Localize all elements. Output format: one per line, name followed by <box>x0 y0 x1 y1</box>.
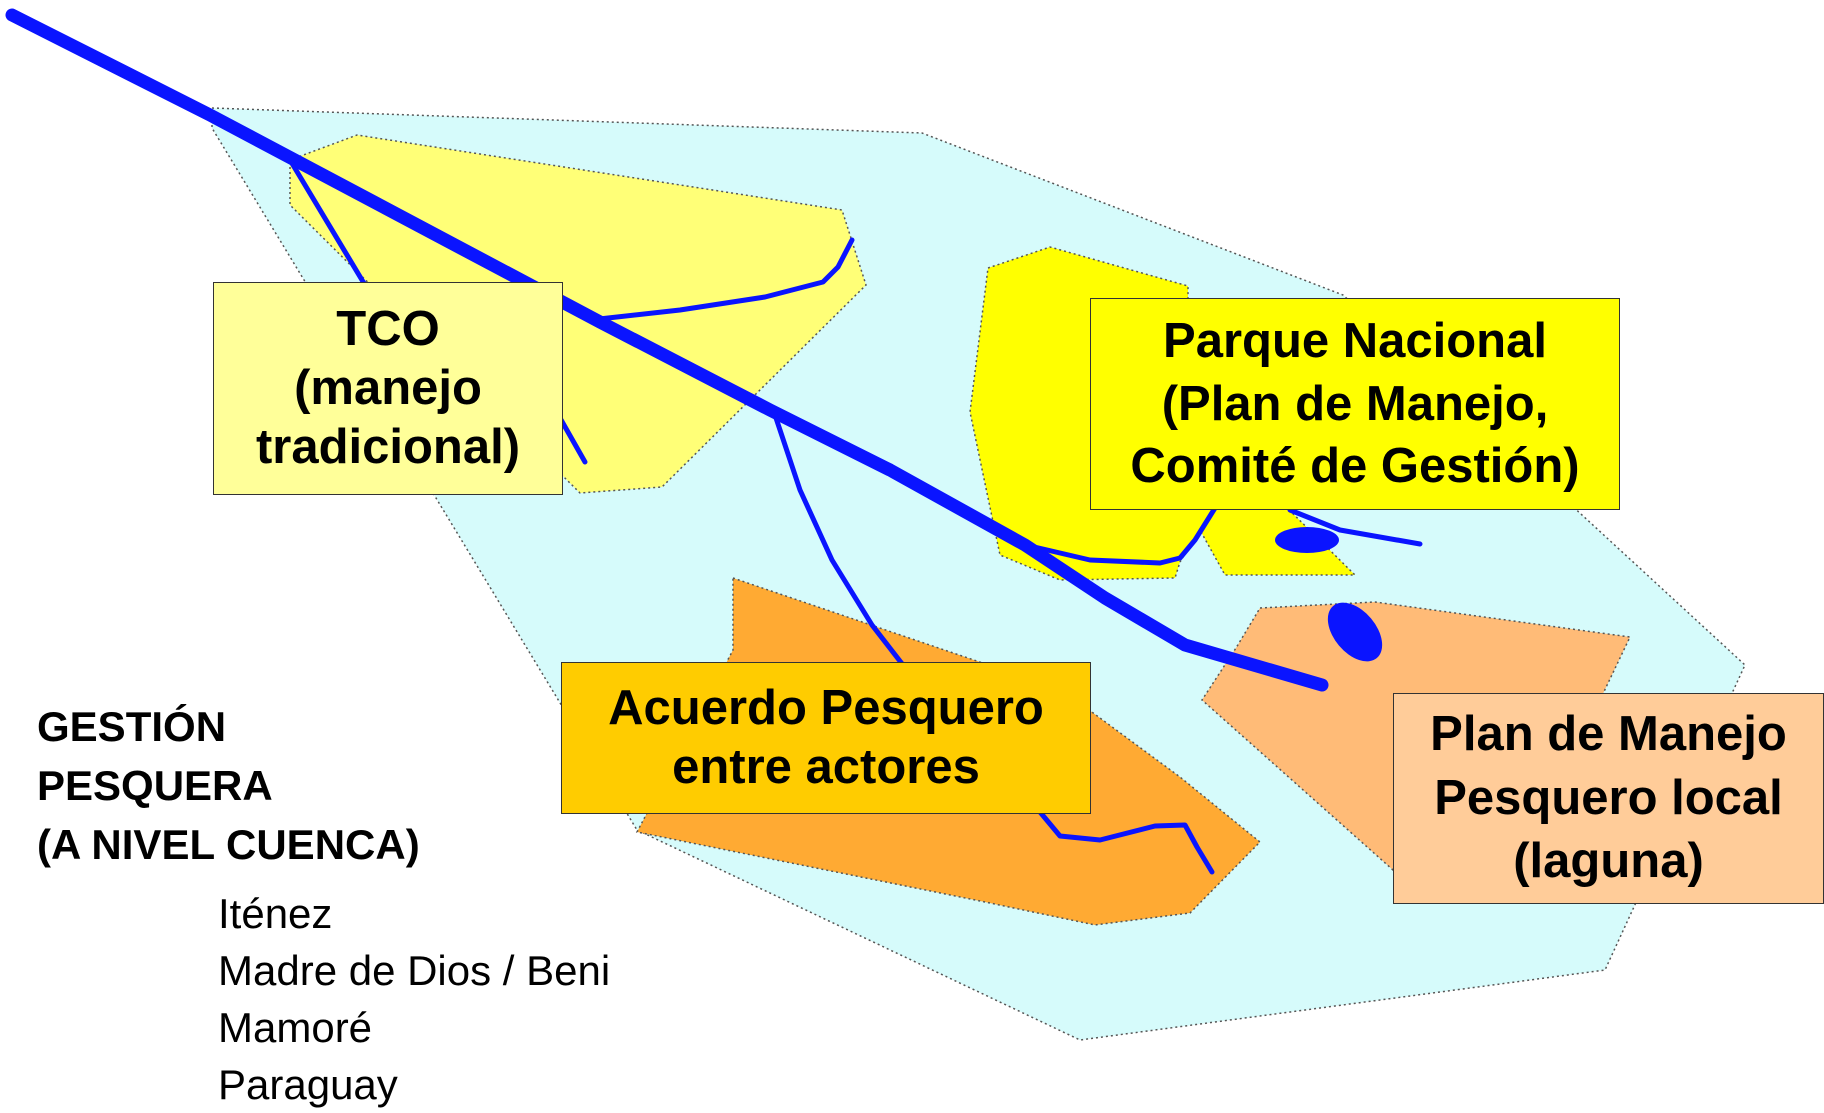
gestion-line-1: GESTIÓN <box>37 703 227 750</box>
basin-list: Iténez Madre de Dios / Beni Mamoré Parag… <box>218 885 610 1113</box>
parque-tributary <box>1027 505 1218 566</box>
tco-line-3: tradicional) <box>255 419 521 474</box>
basin-item: Iténez <box>218 890 333 937</box>
tco-line-1: TCO <box>336 302 440 357</box>
acuerdo-pesquero-label-box: Acuerdo Pesquero entre actores <box>561 662 1091 814</box>
basin-item: Madre de Dios / Beni <box>218 947 611 994</box>
basin-item: Mamoré <box>218 1004 373 1051</box>
lagoon-north <box>1275 527 1339 553</box>
parque-nacional-label-box: Parque Nacional (Plan de Manejo, Comité … <box>1090 298 1620 510</box>
acuerdo-tributary <box>772 412 906 668</box>
gestion-line-3: (A NIVEL CUENCA) <box>37 821 420 868</box>
plan-line-1: Plan de Manejo <box>1430 706 1787 761</box>
plan-line-3: (laguna) <box>1513 834 1704 889</box>
river-network <box>5 8 1423 875</box>
tco-label-box: TCO (manejo tradicional) <box>213 282 563 495</box>
plan-manejo-label-box: Plan de Manejo Pesquero local (laguna) <box>1393 693 1824 904</box>
gestion-line-2: PESQUERA <box>37 762 273 809</box>
lagoon-south <box>1327 602 1383 662</box>
basin-item: Paraguay <box>218 1061 398 1108</box>
parque-tributary-east <box>1287 507 1423 547</box>
parque-line-1: Parque Nacional <box>1163 313 1547 368</box>
main-river <box>5 8 1329 692</box>
acuerdo-line-2: entre actores <box>672 740 980 794</box>
tco-line-2: (manejo <box>294 361 482 416</box>
gestion-pesquera-heading: GESTIÓN PESQUERA (A NIVEL CUENCA) <box>37 697 420 874</box>
acuerdo-lower-tributary <box>1037 809 1215 875</box>
parque-line-2: (Plan de Manejo, <box>1161 376 1549 431</box>
plan-line-2: Pesquero local <box>1434 770 1783 825</box>
parque-line-3: Comité de Gestión) <box>1130 439 1580 494</box>
tco-tributary-right <box>587 237 855 323</box>
acuerdo-line-1: Acuerdo Pesquero <box>608 681 1044 736</box>
